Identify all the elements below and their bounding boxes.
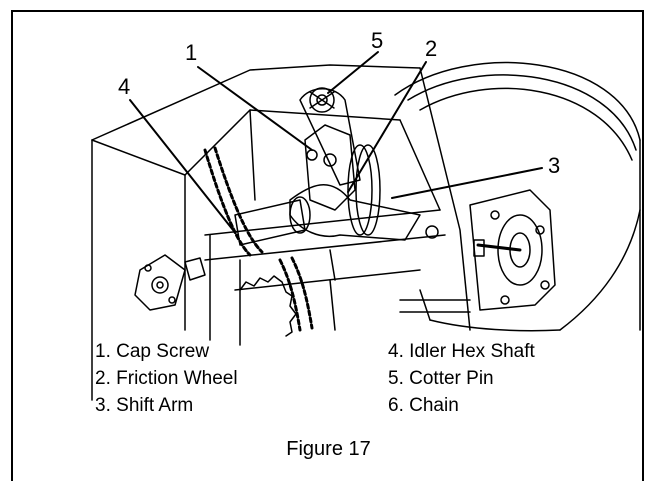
callout-leaders bbox=[129, 51, 543, 231]
callout-5: 5 bbox=[371, 28, 384, 53]
legend-num: 3. bbox=[95, 395, 111, 416]
legend-item-3: 3. Shift Arm bbox=[95, 396, 193, 415]
sprocket bbox=[239, 275, 297, 337]
chain-lower bbox=[278, 256, 314, 332]
legend-text: Idler Hex Shaft bbox=[409, 341, 535, 362]
legend-item-6: 6. Chain bbox=[388, 396, 459, 415]
drive-wheel bbox=[394, 61, 641, 332]
legend-item-5: 5. Cotter Pin bbox=[388, 369, 494, 388]
mount-plate bbox=[134, 254, 206, 311]
legend-item-4: 4. Idler Hex Shaft bbox=[388, 342, 535, 361]
legend-item-1: 1. Cap Screw bbox=[95, 342, 209, 361]
callout-3: 3 bbox=[548, 153, 561, 178]
legend-item-2: 2. Friction Wheel bbox=[95, 369, 238, 388]
legend-num: 2. bbox=[95, 368, 111, 389]
legend-text: Cotter Pin bbox=[409, 368, 494, 389]
legend-text: Friction Wheel bbox=[116, 368, 238, 389]
figure-caption: Figure 17 bbox=[286, 438, 371, 460]
callout-2: 2 bbox=[425, 36, 438, 61]
shift-arm bbox=[289, 124, 421, 241]
legend-text: Chain bbox=[409, 395, 459, 416]
legend-num: 4. bbox=[388, 341, 404, 362]
legend-num: 1. bbox=[95, 341, 111, 362]
callout-4: 4 bbox=[118, 74, 131, 99]
legend-num: 5. bbox=[388, 368, 404, 389]
chain-upper bbox=[203, 146, 264, 257]
legend-num: 6. bbox=[388, 395, 404, 416]
wheel-hub bbox=[469, 189, 556, 311]
callout-1: 1 bbox=[185, 40, 198, 65]
legend-text: Shift Arm bbox=[116, 395, 194, 416]
lower-shaft bbox=[399, 289, 471, 321]
friction-wheel bbox=[347, 144, 381, 236]
idler-hex-shaft bbox=[234, 196, 311, 246]
legend-text: Cap Screw bbox=[116, 341, 210, 362]
figure-frame bbox=[11, 10, 644, 481]
